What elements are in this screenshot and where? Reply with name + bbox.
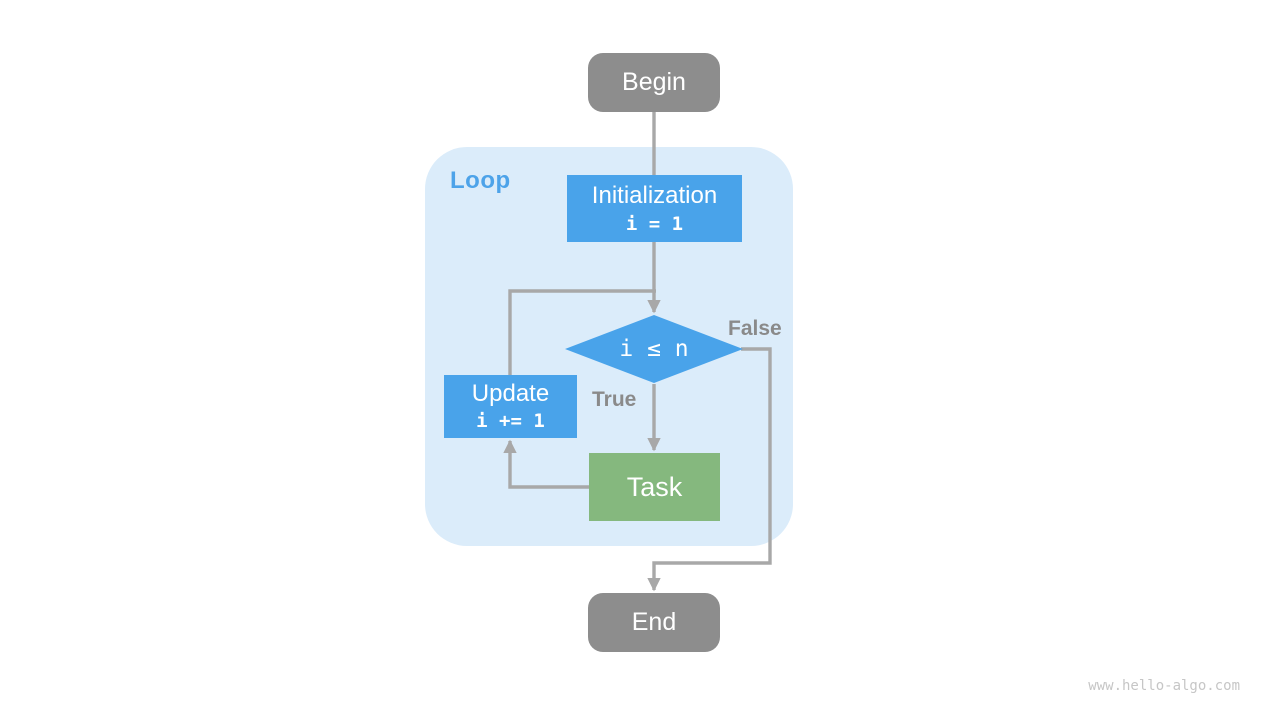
node-task-label: Task — [626, 471, 683, 502]
edge-condition-to-end-false — [647, 347, 772, 592]
node-initialization: Initialization i = 1 — [567, 175, 742, 242]
node-begin: Begin — [588, 53, 720, 112]
loop-label: Loop — [450, 167, 511, 194]
node-update-code: i += 1 — [476, 410, 545, 432]
edge-task-to-update — [503, 439, 590, 489]
node-begin-label: Begin — [622, 68, 686, 96]
node-end: End — [588, 593, 720, 652]
node-initialization-code: i = 1 — [625, 212, 684, 235]
branch-label-true: True — [592, 388, 637, 411]
node-update-label: Update — [471, 380, 550, 407]
branch-label-false: False — [728, 317, 782, 340]
watermark-url: www.hello-algo.com — [1088, 678, 1240, 694]
node-condition-code: i ≤ n — [619, 336, 689, 362]
node-update: Update i += 1 — [444, 375, 577, 438]
edge-update-to-condition-loopback — [508, 289, 656, 376]
node-task: Task — [589, 453, 720, 521]
node-initialization-label: Initialization — [591, 181, 718, 209]
node-end-label: End — [631, 608, 677, 636]
